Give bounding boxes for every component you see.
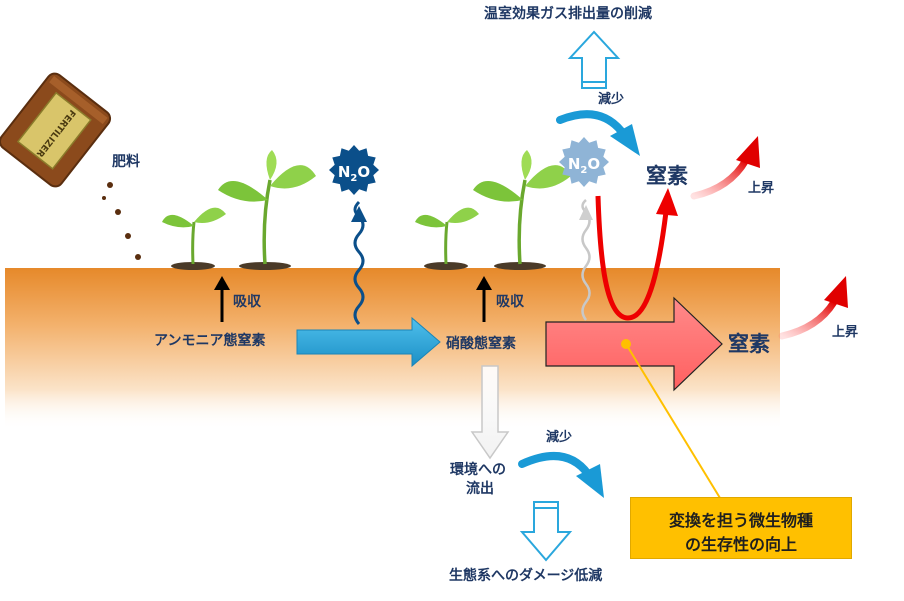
microbe-line-1: 変換を担う微生物種 xyxy=(668,511,813,530)
fertilizer-bag-icon: FERTILIZER xyxy=(0,72,112,188)
runoff-label-line2: 流出 xyxy=(466,481,494,497)
rise-label-right: 上昇 xyxy=(832,325,859,340)
n2o-emission-wave-light xyxy=(579,199,593,321)
n2o-o: O xyxy=(587,155,600,173)
microbe-line-2: の生存性の向上 xyxy=(684,535,797,554)
microbe-pointer-dot xyxy=(621,339,631,349)
nitrogen-release-curve-head xyxy=(656,188,678,216)
rise-arrow-right-icon xyxy=(778,276,848,340)
plant-right-small-icon xyxy=(415,207,479,270)
n2o-emission-wave-dark xyxy=(351,200,367,325)
denitrification-arrow-red xyxy=(545,296,723,392)
absorb-arrow-left xyxy=(214,276,230,322)
n2o-label-dark: N2O xyxy=(338,163,370,184)
rise-arrow-top-icon xyxy=(690,136,760,200)
plant-right-large-icon xyxy=(473,150,571,270)
reduce-arrow-bottom-icon xyxy=(518,452,604,498)
microbe-pointer-line xyxy=(625,343,721,499)
reduce-label-top: 減少 xyxy=(598,92,625,107)
reduce-label-bottom: 減少 xyxy=(546,430,573,445)
reduce-arrow-top-icon xyxy=(556,110,640,156)
ghg-reduction-label: 温室効果ガス排出量の削減 xyxy=(484,6,652,22)
nitrate-label: 硝酸態窒素 xyxy=(446,336,516,352)
fertilizer-granules xyxy=(102,182,141,260)
ecosystem-label: 生態系へのダメージ低減 xyxy=(449,568,603,584)
n2o-label-light: N2O xyxy=(568,155,600,176)
microbe-highlight-box: 変換を担う微生物種 の生存性の向上 xyxy=(630,497,852,559)
absorb-label-left: 吸収 xyxy=(233,294,261,310)
n2o-badge-light xyxy=(559,137,609,187)
rise-label-top: 上昇 xyxy=(748,181,775,196)
nitrogen-release-curve xyxy=(595,195,669,321)
plant-left-small-icon xyxy=(162,207,226,270)
nitrogen-gas-label-right: 窒素 xyxy=(728,332,770,356)
absorb-label-right: 吸収 xyxy=(496,294,524,310)
runoff-label-line1: 環境への xyxy=(450,462,506,478)
ecosystem-arrow xyxy=(519,501,573,562)
conversion-arrow-blue xyxy=(296,316,441,368)
fertilizer-label: 肥料 xyxy=(112,154,140,170)
nitrogen-gas-label-top: 窒素 xyxy=(646,164,688,188)
n2o-subscript: 2 xyxy=(350,173,357,184)
ghg-reduction-arrow xyxy=(567,30,621,89)
n2o-n: N xyxy=(338,163,351,181)
n2o-badge-dark xyxy=(329,145,379,195)
absorb-arrow-right xyxy=(476,276,492,322)
ammonium-label: アンモニア態窒素 xyxy=(154,333,266,349)
n2o-n: N xyxy=(568,155,581,173)
n2o-subscript: 2 xyxy=(580,165,587,176)
runoff-arrow xyxy=(470,365,510,460)
plant-left-large-icon xyxy=(218,150,316,270)
n2o-o: O xyxy=(357,163,370,181)
